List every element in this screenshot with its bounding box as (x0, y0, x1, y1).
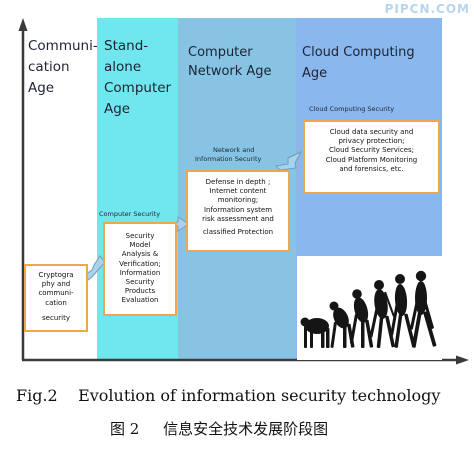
label-network-security: Network and Information Security (195, 146, 262, 163)
age-title-communication: Communi- cation Age (28, 38, 98, 96)
y-axis-arrowhead (18, 18, 28, 31)
figure-caption-zh: 图 2 信息安全技术发展阶段图 (110, 418, 430, 439)
label-computer-security: Computer Security (99, 210, 161, 218)
evolution-figure-5 (390, 274, 416, 348)
human-evolution-image (297, 256, 442, 360)
age-title-standalone: Stand-alone Computer Age (104, 38, 172, 117)
network-security-box: Defense in depth ; Internet content moni… (186, 170, 290, 252)
caption-zh-prefix: 图 2 (110, 420, 140, 438)
evolution-figure-3 (349, 289, 374, 348)
cloud-security-box: Cloud data security and privacy protecti… (303, 120, 440, 194)
label-cloud-security: Cloud Computing Security (309, 105, 395, 113)
arrow-to-cloud-security (274, 150, 303, 171)
watermark-text: PIPCN.COM (384, 2, 470, 16)
age-title-cloud: Cloud Computing Age (302, 45, 415, 81)
x-axis-arrowhead (456, 355, 469, 365)
caption-zh-text: 信息安全技术发展阶段图 (163, 420, 329, 438)
axes (18, 18, 469, 365)
computer-security-box: Security Model Analysis & Verification; … (103, 222, 177, 316)
evolution-figure-4 (369, 280, 395, 348)
caption-en-text: Evolution of information security techno… (78, 386, 441, 405)
communication-security-box: Cryptogra phy and communi- cation securi… (24, 264, 88, 332)
age-title-network: Computer Network Age (188, 45, 272, 79)
figure-caption-en: Fig.2 Evolution of information security … (16, 386, 474, 405)
caption-en-prefix: Fig.2 (16, 386, 58, 405)
evolution-figure-ape (300, 317, 330, 348)
evolution-figure-human (409, 270, 437, 348)
